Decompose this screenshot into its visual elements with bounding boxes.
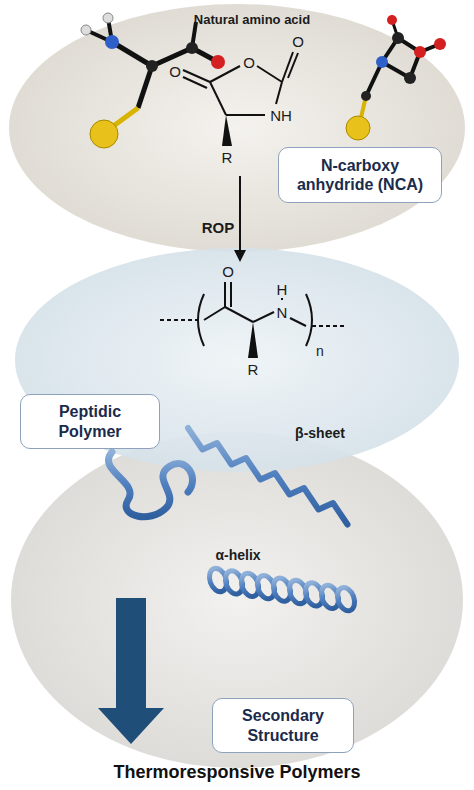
text-label: ROP [202, 220, 235, 237]
big-arrow [98, 598, 164, 744]
atom-label: n [316, 344, 324, 359]
box-text: Peptidic Polymer [31, 402, 149, 440]
atom-label: O [169, 64, 181, 81]
text-label: β-sheet [295, 426, 345, 441]
atom-label: O [292, 34, 304, 51]
text-label: Natural amino acid [194, 13, 310, 27]
atom-label: O [222, 264, 234, 281]
background-ellipse [11, 432, 463, 768]
coil-shape [108, 452, 192, 517]
text-box: Peptidic Polymer [20, 394, 160, 449]
box-text: Secondary Structure [223, 706, 343, 744]
text-label: α-helix [215, 548, 260, 563]
text-box: N-carboxy anhydride (NCA) [278, 147, 442, 203]
text-box: Secondary Structure [212, 698, 354, 753]
atom-label: O [243, 55, 255, 72]
nca-model [346, 15, 446, 140]
background-ellipse [15, 248, 459, 472]
caption: Thermoresponsive Polymers [113, 762, 360, 783]
atom-label: NH [270, 108, 292, 125]
nca-structure [183, 52, 298, 146]
box-text: N-carboxy anhydride (NCA) [289, 156, 431, 194]
atom-label: H [277, 282, 288, 299]
beta-sheet-shape [188, 428, 348, 525]
atom-label: R [248, 362, 259, 379]
amino-acid-model [81, 13, 225, 148]
atom-label: N [277, 305, 288, 322]
helix-turn [334, 585, 357, 613]
alpha-helix-shape [206, 566, 357, 613]
background-ellipse [9, 4, 465, 252]
reaction-arrow [234, 176, 246, 262]
atom-label: R [222, 150, 233, 167]
